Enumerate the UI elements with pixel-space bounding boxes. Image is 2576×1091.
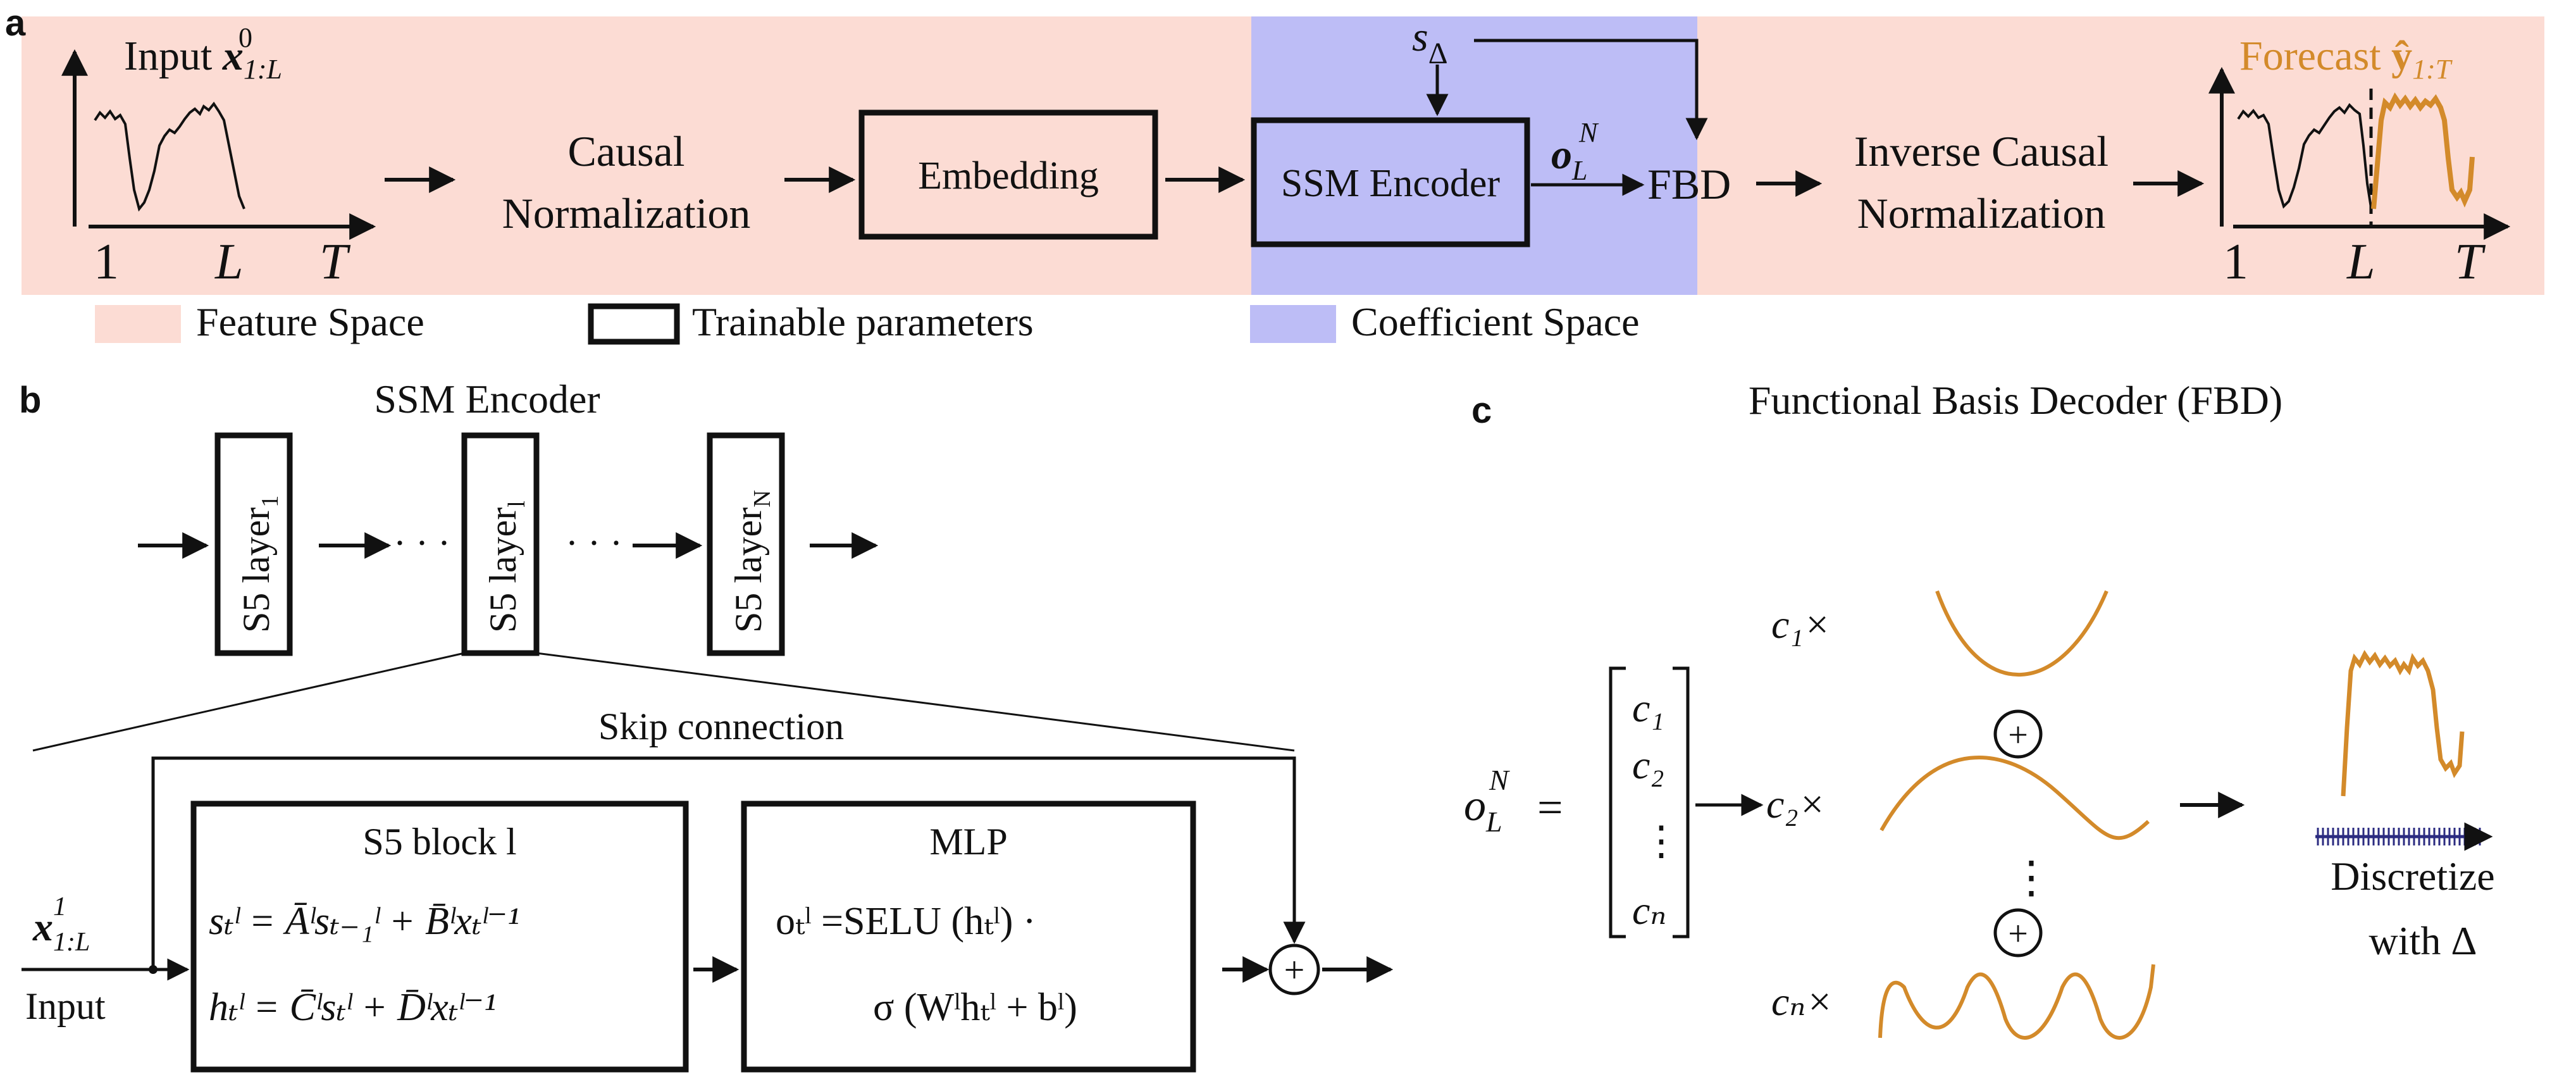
s-delta-label: sΔ — [1412, 14, 1448, 70]
residual-sum-node — [1268, 944, 1320, 995]
ssm-encoder-box — [1251, 117, 1530, 247]
s5-layer-n-label: S5 layerN — [728, 490, 776, 633]
coef-label-c2: c₂× — [1766, 782, 1826, 826]
basis-function-n — [1878, 964, 2155, 1040]
block-input-math: x1:L1 — [32, 892, 90, 957]
panel-letter-b: b — [19, 380, 41, 421]
panel-letter-a: a — [5, 3, 26, 44]
panel-letter-c: c — [1471, 390, 1492, 431]
dots-left: · · · — [393, 522, 450, 564]
vector-right-bracket — [1673, 666, 1690, 938]
input-tick-1: 1 — [94, 234, 119, 290]
input-tick-l: L — [214, 234, 244, 290]
input-label: Input x1:L0 — [124, 22, 282, 85]
fbd-equals: = — [1537, 782, 1563, 833]
forecast-tick-1: 1 — [2223, 234, 2248, 290]
basis-sum-node-1 — [1993, 709, 2043, 759]
inverse-normalization-line1: Inverse Causal — [1854, 127, 2108, 175]
s5-layer-1-label: S5 layer1 — [235, 496, 283, 633]
forecast-history-series — [2237, 103, 2372, 209]
zoom-line-left — [32, 652, 465, 752]
coef-label-cn: cₙ× — [1771, 979, 1833, 1024]
s5-block-box — [190, 801, 689, 1073]
embedding-box — [858, 109, 1158, 240]
forecast-plot: Forecast ŷ1:T 1 L T — [2208, 33, 2511, 290]
skip-connection-label: Skip connection — [598, 706, 844, 747]
discretize-line1: Discretize — [2331, 854, 2494, 899]
legend-swatch-trainable — [588, 303, 680, 345]
legend-coefficient-space: Coefficient Space — [1351, 299, 1640, 344]
panel-b: b SSM Encoder S5 layer1 · · · S5 layerl … — [19, 377, 1394, 1073]
s5-layer-l-box — [461, 432, 540, 656]
skip-connection-path — [151, 756, 1306, 969]
s5-output-equation: hₜˡ = C̄ˡsₜˡ + D̄ˡxₜˡ⁻¹ — [209, 986, 496, 1029]
mlp-box — [741, 801, 1196, 1073]
ssm-encoder-label: SSM Encoder — [1281, 162, 1501, 205]
mlp-equation-line1: oₜˡ =SELU (hₜˡ) · — [776, 900, 1036, 943]
s5-state-equation: sₜˡ = Āˡsₜ₋₁ˡ + B̄ˡxₜˡ⁻¹ — [209, 900, 519, 943]
basis-vdots: ⋮ — [2009, 854, 2053, 902]
vector-entry-c2: c₂ — [1632, 742, 1664, 787]
panel-a: a Input x1:L0 1 L T Causal Normalization… — [5, 3, 2544, 295]
basis-function-1 — [1935, 590, 2108, 677]
o-l-n-label: oLN — [1551, 117, 1599, 186]
basis-sum-node-2 — [1993, 908, 2043, 957]
legend-feature-space: Feature Space — [196, 299, 424, 344]
s5-block-title: S5 block l — [362, 821, 516, 863]
ssm-encoder-title: SSM Encoder — [374, 377, 600, 421]
vector-entry-c1: c₁ — [1632, 685, 1664, 730]
legend-trainable: Trainable parameters — [692, 299, 1034, 344]
legend-swatch-feature-space — [95, 305, 181, 343]
vector-left-bracket — [1609, 666, 1626, 938]
causal-normalization-line2: Normalization — [502, 189, 751, 237]
s5-layer-n-box — [707, 432, 785, 656]
dots-right: · · · — [566, 522, 622, 564]
inverse-normalization-line2: Normalization — [1857, 189, 2106, 237]
block-input-label: Input — [25, 985, 106, 1027]
coefficient-space-band — [1251, 16, 1697, 295]
fbd-output-series — [2341, 650, 2465, 797]
legend: Feature Space Trainable parameters Coeff… — [95, 299, 1640, 345]
fbd-label: FBD — [1647, 160, 1731, 208]
causal-normalization-line1: Causal — [567, 127, 684, 175]
basis-function-2 — [1879, 755, 2150, 840]
mlp-title: MLP — [929, 821, 1007, 863]
mlp-equation-line2: σ (Wˡhₜˡ + bˡ) — [873, 986, 1077, 1029]
forecast-series — [2371, 92, 2475, 209]
forecast-tick-t: T — [2455, 234, 2486, 290]
basis-sum-plus-1: + — [2008, 716, 2028, 755]
arrow-s-delta-to-fbd — [1474, 39, 1708, 140]
embedding-label: Embedding — [918, 154, 1099, 197]
input-tick-t: T — [319, 234, 351, 290]
forecast-label: Forecast ŷ1:T — [2239, 33, 2453, 85]
residual-sum-plus: + — [1284, 949, 1305, 990]
discretize-line2: with Δ — [2369, 918, 2477, 963]
zoom-line-right — [536, 652, 1295, 752]
vector-entry-dots: ⋮ — [1641, 818, 1681, 863]
legend-swatch-coefficient-space — [1250, 305, 1336, 343]
vector-entry-cn: cₙ — [1632, 888, 1666, 933]
fbd-title: Functional Basis Decoder (FBD) — [1749, 378, 2282, 423]
forecast-tick-l: L — [2346, 234, 2375, 290]
s5-layer-1-box — [214, 432, 293, 656]
fbd-o-l-n: oLN — [1464, 764, 1510, 838]
input-plot: Input x1:L0 1 L T — [61, 22, 376, 290]
basis-sum-plus-2: + — [2008, 914, 2028, 954]
panel-c: c Functional Basis Decoder (FBD) oLN = c… — [1464, 378, 2495, 1040]
coef-label-c1: c₁× — [1771, 602, 1831, 647]
input-series — [94, 101, 245, 212]
s5-layer-l-label: S5 layerl — [482, 501, 530, 633]
